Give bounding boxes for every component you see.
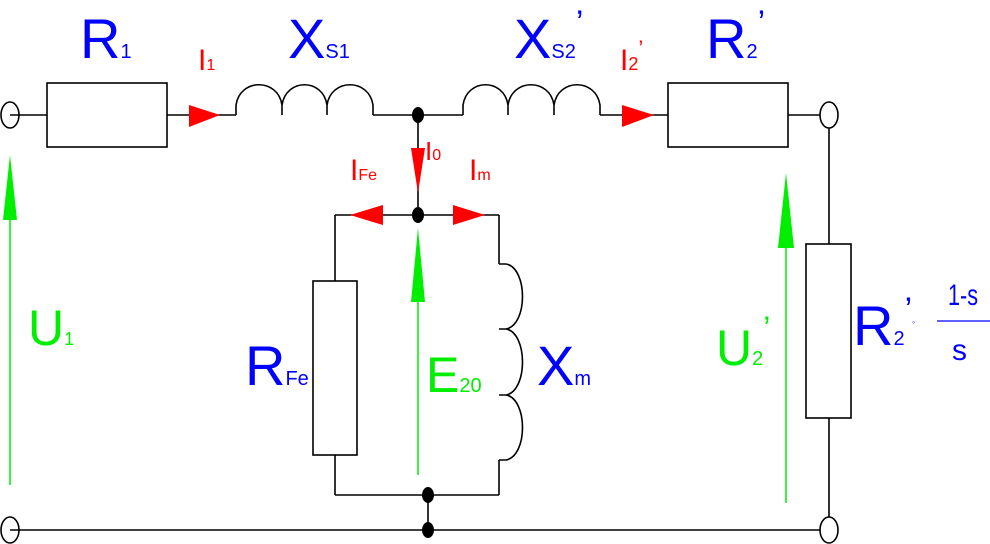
arrow-i1 (189, 105, 220, 127)
label-e20: E20 (426, 347, 482, 403)
svg-text:◦: ◦ (912, 317, 915, 327)
arrow-ife (350, 205, 383, 225)
label-xs2: XS2’ (514, 4, 583, 70)
arrow-im (453, 205, 485, 225)
resistor-r2 (667, 82, 789, 148)
arrow-i0 (411, 148, 425, 193)
label-ife: IFe (350, 154, 377, 187)
label-r1: R1 (80, 7, 132, 70)
label-load-resistance: R2’ ◦ 1-s s (853, 279, 990, 367)
inductor-xs1 (235, 83, 374, 115)
terminal-top-right (819, 101, 839, 129)
junction-nodes (412, 107, 434, 538)
terminal-bottom-left (0, 516, 20, 544)
label-u1: U1 (28, 300, 74, 356)
resistor-r1 (46, 82, 168, 148)
resistor-rfe (312, 280, 358, 456)
inductor-xs2 (462, 83, 601, 115)
arrow-u2 (778, 173, 794, 503)
label-im: Im (469, 154, 491, 187)
svg-text:s: s (952, 334, 967, 367)
terminal-top-left (0, 101, 20, 129)
arrow-e20 (411, 228, 425, 475)
inductor-xm (499, 263, 524, 461)
label-u2: U2’ (716, 310, 770, 376)
label-r2: R2’ (706, 4, 765, 70)
svg-text:1-s: 1-s (948, 279, 978, 312)
label-i1: I1 (198, 44, 215, 77)
label-xs1: XS1 (288, 7, 350, 70)
resistor-load (805, 243, 852, 419)
terminal-bottom-right (819, 516, 839, 544)
label-xm: Xm (537, 334, 591, 397)
svg-text:R2’: R2’ (853, 291, 912, 357)
label-i2: I2’ (620, 36, 643, 77)
arrow-i2 (622, 105, 654, 127)
label-rfe: RFe (245, 334, 309, 397)
label-i0: I0 (425, 136, 441, 166)
arrow-u1 (3, 155, 17, 485)
